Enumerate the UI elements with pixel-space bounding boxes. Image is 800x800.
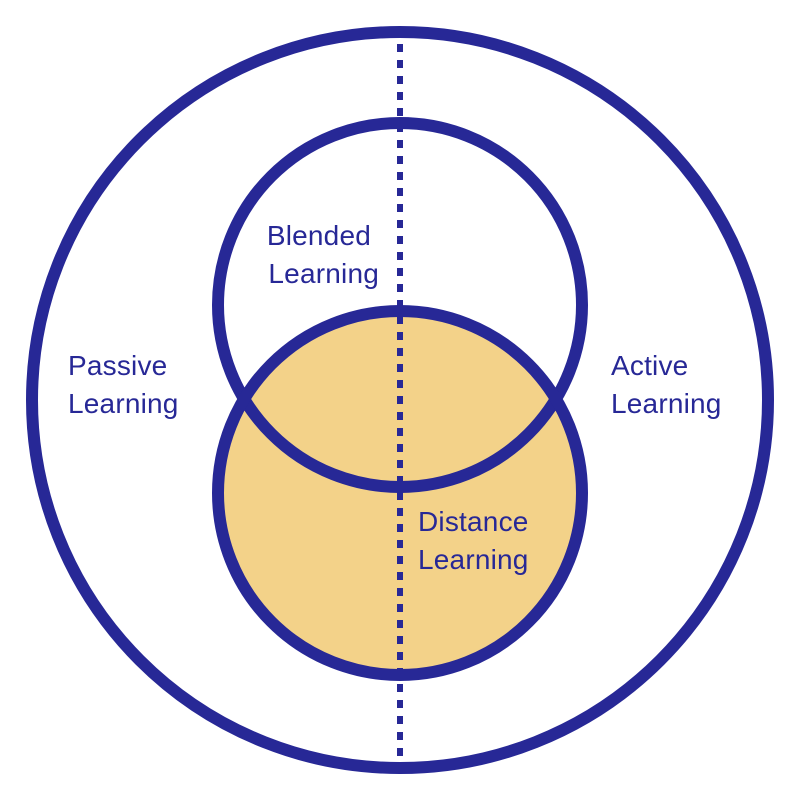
- blended-learning-label-line1: Blended: [267, 220, 371, 251]
- blended-learning-label: Blended Learning: [267, 220, 379, 289]
- active-learning-label: Active Learning: [611, 350, 722, 419]
- blended-learning-circle: [212, 117, 588, 493]
- blended-learning-label-line2: Learning: [268, 258, 379, 289]
- passive-learning-label-line2: Learning: [68, 388, 179, 419]
- active-learning-label-line1: Active: [611, 350, 688, 381]
- passive-learning-label-line1: Passive: [68, 350, 167, 381]
- distance-learning-label: Distance Learning: [418, 506, 537, 575]
- active-learning-label-line2: Learning: [611, 388, 722, 419]
- distance-learning-label-line1: Distance: [418, 506, 529, 537]
- passive-learning-label: Passive Learning: [68, 350, 179, 419]
- distance-learning-label-line2: Learning: [418, 544, 529, 575]
